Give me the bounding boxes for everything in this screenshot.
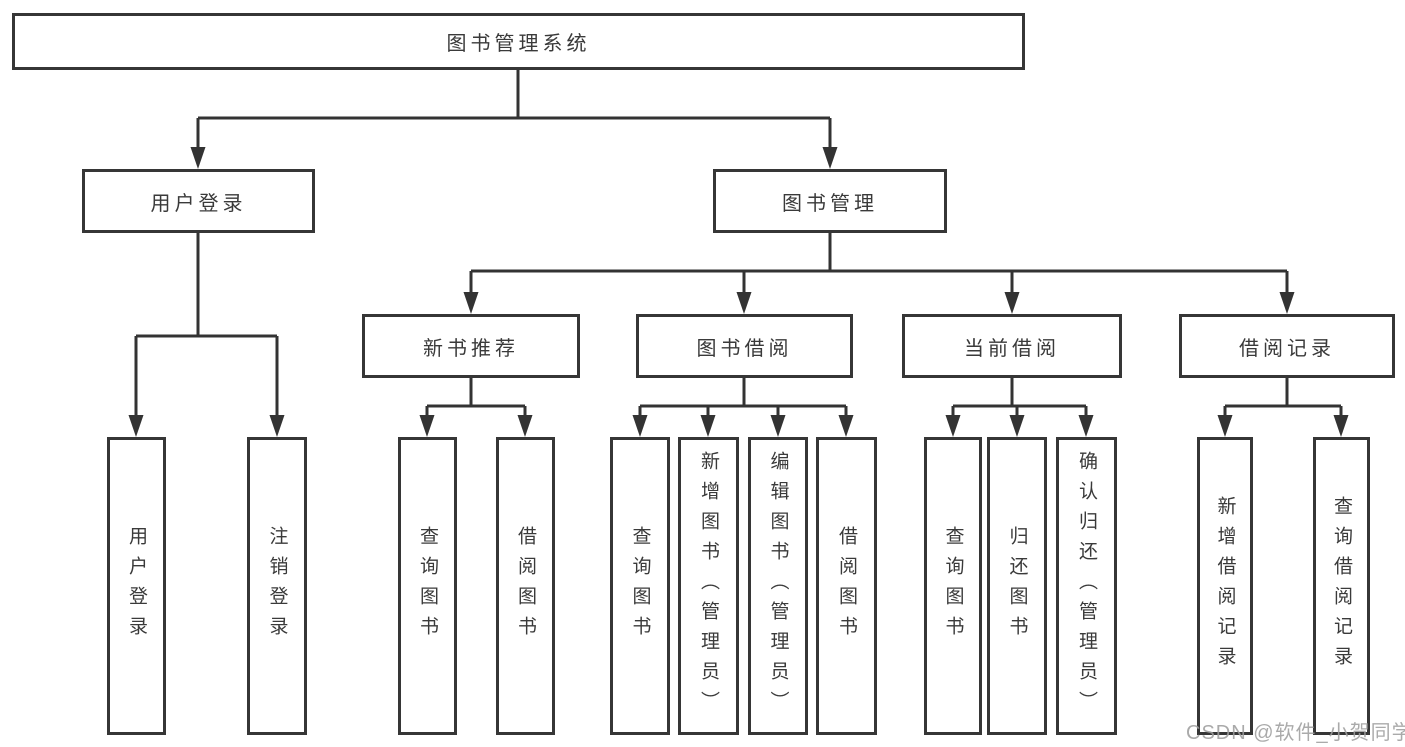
arrowhead bbox=[190, 147, 206, 169]
node-label: 图书借阅 bbox=[696, 337, 793, 360]
node-root: 图书管理系统 bbox=[12, 13, 1025, 70]
node-current-confirm-return-admin: 确认归还（管理员） bbox=[1056, 437, 1117, 735]
node-label: 借阅图书 bbox=[515, 526, 536, 646]
arrowhead bbox=[838, 415, 854, 437]
arrowhead bbox=[1009, 415, 1025, 437]
node-label: 用户登录 bbox=[126, 526, 147, 646]
node-label: 注销登录 bbox=[266, 526, 288, 646]
csdn-watermark: CSDN @软件_小贺同学 bbox=[1186, 722, 1405, 744]
node-rec-borrow-books: 借阅图书 bbox=[496, 437, 555, 735]
node-label: 编辑图书（管理员） bbox=[767, 451, 789, 721]
node-current-return-books: 归还图书 bbox=[987, 437, 1047, 735]
node-label: 归还图书 bbox=[1006, 526, 1028, 646]
node-label: 确认归还（管理员） bbox=[1076, 451, 1097, 721]
arrowhead bbox=[128, 415, 144, 437]
node-label: 图书管理 bbox=[782, 192, 878, 215]
node-label: 用户登录 bbox=[150, 192, 247, 215]
arrowhead bbox=[419, 415, 435, 437]
node-borrowing-records: 借阅记录 bbox=[1179, 314, 1395, 378]
node-label: 查询借阅记录 bbox=[1331, 496, 1352, 676]
node-label: 图书管理系统 bbox=[446, 33, 591, 55]
arrowhead bbox=[517, 415, 533, 437]
node-label: 借阅记录 bbox=[1239, 337, 1335, 360]
arrowhead bbox=[1217, 415, 1233, 437]
arrowhead bbox=[822, 147, 838, 169]
node-label: 查询图书 bbox=[942, 526, 964, 646]
node-borrow-query-books: 查询图书 bbox=[610, 437, 670, 735]
node-current-borrowing: 当前借阅 bbox=[902, 314, 1122, 378]
node-borrow-add-books-admin: 新增图书（管理员） bbox=[678, 437, 739, 735]
node-login-logout: 注销登录 bbox=[247, 437, 307, 735]
arrowhead bbox=[945, 415, 961, 437]
node-label: 新增图书（管理员） bbox=[698, 451, 719, 721]
node-records-query-record: 查询借阅记录 bbox=[1313, 437, 1370, 735]
arrowhead bbox=[700, 415, 716, 437]
node-rec-query-books: 查询图书 bbox=[398, 437, 457, 735]
arrowhead bbox=[1078, 415, 1094, 437]
node-user-login-module: 用户登录 bbox=[82, 169, 315, 233]
node-label: 查询图书 bbox=[629, 526, 651, 646]
node-borrow-borrow-books: 借阅图书 bbox=[816, 437, 877, 735]
arrowhead bbox=[736, 292, 752, 314]
arrowhead bbox=[1004, 292, 1020, 314]
node-book-management-module: 图书管理 bbox=[713, 169, 947, 233]
node-new-book-recommend: 新书推荐 bbox=[362, 314, 580, 378]
arrowhead bbox=[269, 415, 285, 437]
node-borrow-edit-books-admin: 编辑图书（管理员） bbox=[748, 437, 808, 735]
node-label: 当前借阅 bbox=[964, 337, 1060, 360]
node-label: 查询图书 bbox=[417, 526, 438, 646]
arrowhead bbox=[770, 415, 786, 437]
arrowhead bbox=[1333, 415, 1349, 437]
arrowhead bbox=[1279, 292, 1295, 314]
node-records-add-record: 新增借阅记录 bbox=[1197, 437, 1253, 735]
node-label: 新书推荐 bbox=[423, 337, 519, 360]
node-book-borrowing: 图书借阅 bbox=[636, 314, 853, 378]
node-label: 借阅图书 bbox=[836, 526, 857, 646]
arrowhead bbox=[463, 292, 479, 314]
node-login-user-login: 用户登录 bbox=[107, 437, 166, 735]
arrowhead bbox=[632, 415, 648, 437]
node-label: 新增借阅记录 bbox=[1214, 496, 1236, 676]
node-current-query-books: 查询图书 bbox=[924, 437, 982, 735]
